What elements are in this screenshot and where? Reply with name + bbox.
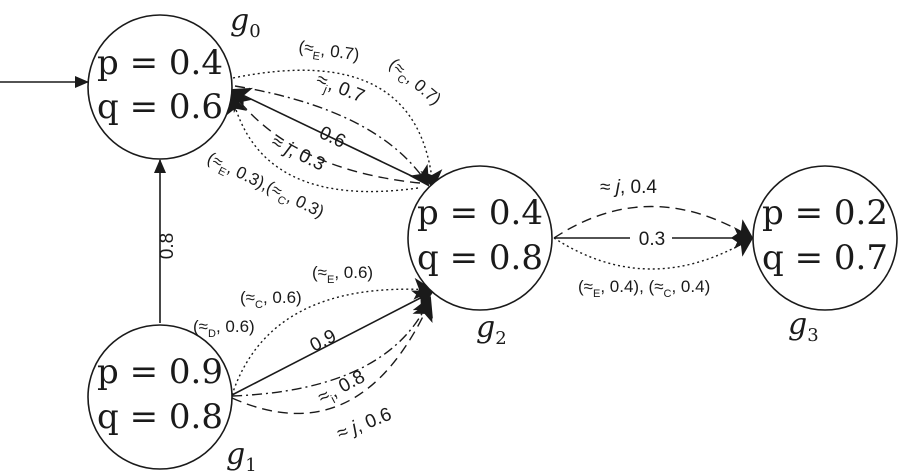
node-g0-circle: [87, 14, 233, 160]
node-g2-label: g2: [476, 310, 507, 349]
edge-label-g2-g3-solid: 0.3: [639, 229, 665, 250]
node-g3-p: p = 0.2: [762, 193, 888, 233]
node-g1: p = 0.9 q = 0.8 g1: [87, 324, 257, 476]
node-g3-q: q = 0.7: [762, 238, 888, 278]
edge-label-g0-g2-top-a: (≈E, 0.7): [297, 37, 361, 68]
edge-label-g2-g0-solid: 0.6: [316, 122, 349, 152]
node-g3-label: g3: [788, 307, 819, 346]
edge-g0-g2-dotted: [232, 69, 443, 190]
node-g1-circle: [87, 324, 233, 470]
edge-label-g2-g3-dashed: ≈ j, 0.4: [600, 177, 657, 198]
edge-label-g0-g2-j: ≈j, 0.7: [312, 69, 367, 110]
edge-label-g1-g2-E: (≈E, 0.6): [312, 263, 373, 286]
edge-g1-g2-dotted: [231, 277, 434, 396]
edge-g2-g0-dashed: [230, 90, 421, 184]
node-g1-q: q = 0.8: [97, 397, 223, 437]
edge-label-g1-g0: 0.8: [157, 233, 178, 259]
node-g2-q: q = 0.8: [417, 238, 543, 278]
node-g0-p: p = 0.4: [97, 43, 223, 83]
edge-g1-g2-solid: [231, 290, 434, 396]
edge-label-g2-g3-dotted: (≈E, 0.4), (≈C, 0.4): [578, 277, 710, 300]
node-g0-label: g0: [230, 3, 261, 42]
edge-label-g0-g2-top-b: (≈C, 0.7): [383, 55, 445, 112]
node-g0: p = 0.4 q = 0.6 g0: [87, 3, 261, 160]
edge-label-bg-g2-g3: [630, 228, 672, 248]
node-g3: p = 0.2 q = 0.7 g3: [752, 165, 898, 346]
edge-g1-g2-dashed: [231, 300, 433, 415]
edge-g2-g3-dotted: [553, 236, 754, 270]
edge-label-g1-g2-solid: 0.9: [307, 326, 340, 357]
node-g2: p = 0.4 q = 0.8 g2: [407, 165, 553, 349]
edge-g0-g2-dashdot: [234, 85, 430, 187]
node-g2-p: p = 0.4: [417, 193, 543, 233]
node-g1-p: p = 0.9: [97, 352, 223, 392]
edge-g2-g3-dashed: [553, 205, 754, 240]
node-g1-label: g1: [226, 437, 257, 476]
edge-label-g1-g2-j: ≈ j, 0.6: [334, 404, 395, 445]
node-g2-circle: [407, 165, 553, 311]
edge-g2-g0-solid: [230, 87, 421, 181]
edge-label-g1-g2-D: (≈D, 0.6): [193, 317, 255, 340]
node-g3-circle: [752, 165, 898, 311]
edge-label-g1-g2-C: (≈C, 0.6): [240, 288, 302, 311]
node-g0-q: q = 0.6: [97, 87, 223, 127]
